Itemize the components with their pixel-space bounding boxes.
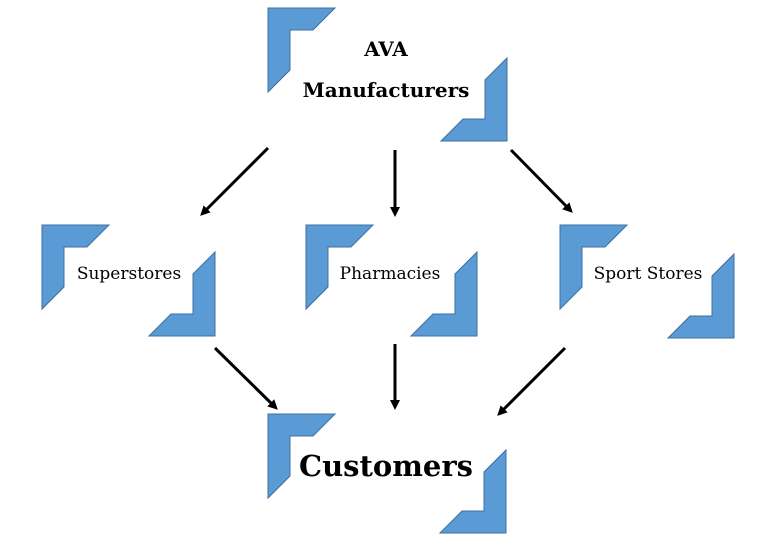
pharmacies-label: Pharmacies <box>340 264 441 284</box>
arrow-manufacturer-to-superstores <box>200 146 270 216</box>
node-customers: Customers <box>267 413 507 534</box>
arrow-sport-stores-to-customers <box>497 346 567 416</box>
sport-stores-label: Sport Stores <box>594 264 703 284</box>
bracket-top-left-icon <box>559 224 629 311</box>
node-superstores: Superstores <box>41 224 216 337</box>
bracket-bottom-right-icon <box>666 252 735 339</box>
customers-label: Customers <box>299 449 473 483</box>
bracket-bottom-right-icon <box>438 448 507 534</box>
bracket-bottom-right-icon <box>409 250 478 337</box>
manufacturer-label-line2: Manufacturers <box>303 78 470 102</box>
node-manufacturer: AVA Manufacturers <box>267 7 508 142</box>
bracket-top-left-icon <box>41 224 111 311</box>
superstores-label: Superstores <box>77 264 181 284</box>
node-sport-stores: Sport Stores <box>559 224 735 339</box>
arrow-manufacturer-to-sport-stores <box>509 148 573 213</box>
manufacturer-label-line1: AVA <box>363 37 408 61</box>
bracket-top-left-icon <box>305 224 375 311</box>
bracket-top-left-icon <box>267 7 337 94</box>
bracket-bottom-right-icon <box>147 250 216 337</box>
node-pharmacies: Pharmacies <box>305 224 478 337</box>
bracket-bottom-right-icon <box>439 56 508 142</box>
bracket-top-left-icon <box>267 413 337 500</box>
arrow-superstores-to-customers <box>213 346 278 410</box>
